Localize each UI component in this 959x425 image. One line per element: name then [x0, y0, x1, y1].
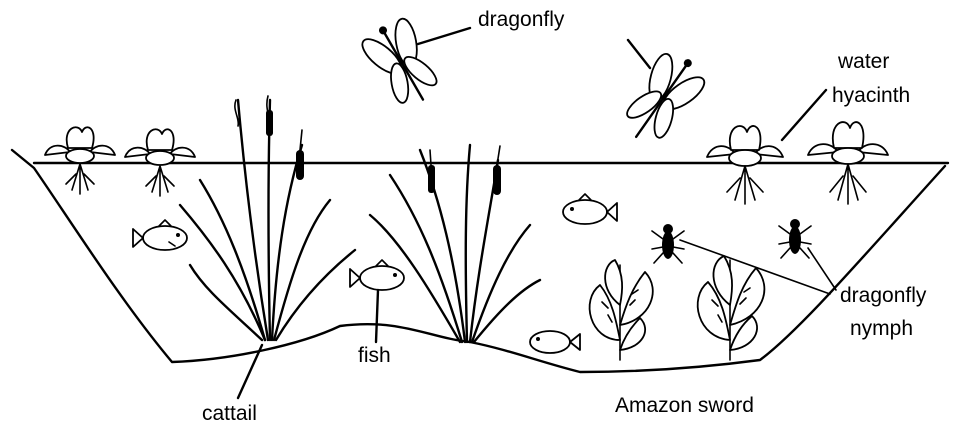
- dragonfly-1: [354, 11, 451, 115]
- leader-line-water-hyacinth: [782, 90, 826, 140]
- dragonfly-nymph-2: [779, 219, 811, 258]
- dragonfly-2: [610, 42, 716, 155]
- pond-basin-outline: [12, 150, 945, 372]
- cattail-clump-2: [370, 145, 540, 342]
- fish-4: [530, 331, 580, 353]
- label-amazon-sword: Amazon sword: [615, 394, 754, 417]
- water-hyacinth-1: [45, 127, 115, 194]
- leader-line-dragonfly-2: [628, 40, 650, 68]
- dragonfly-nymph-1: [652, 224, 684, 263]
- label-dragonfly-nymph-line2: nymph: [850, 317, 913, 340]
- label-dragonfly-nymph-line1: dragonfly: [840, 284, 927, 307]
- fish-1: [133, 220, 187, 250]
- amazon-sword-plant-2: [698, 256, 765, 360]
- amazon-sword-plant-1: [590, 260, 653, 360]
- label-dragonfly: dragonfly: [478, 8, 565, 31]
- label-water-hyacinth-line2: hyacinth: [832, 84, 910, 107]
- fish-2: [350, 260, 404, 290]
- label-cattail: cattail: [202, 402, 257, 425]
- leader-line-fish: [376, 290, 378, 342]
- cattail-clump-1: [180, 96, 355, 340]
- fish-3: [563, 194, 617, 224]
- label-fish: fish: [358, 344, 391, 367]
- label-water-hyacinth-line1: water: [837, 50, 889, 73]
- water-hyacinth-3: [707, 126, 783, 204]
- leader-line-dragonfly: [418, 28, 470, 44]
